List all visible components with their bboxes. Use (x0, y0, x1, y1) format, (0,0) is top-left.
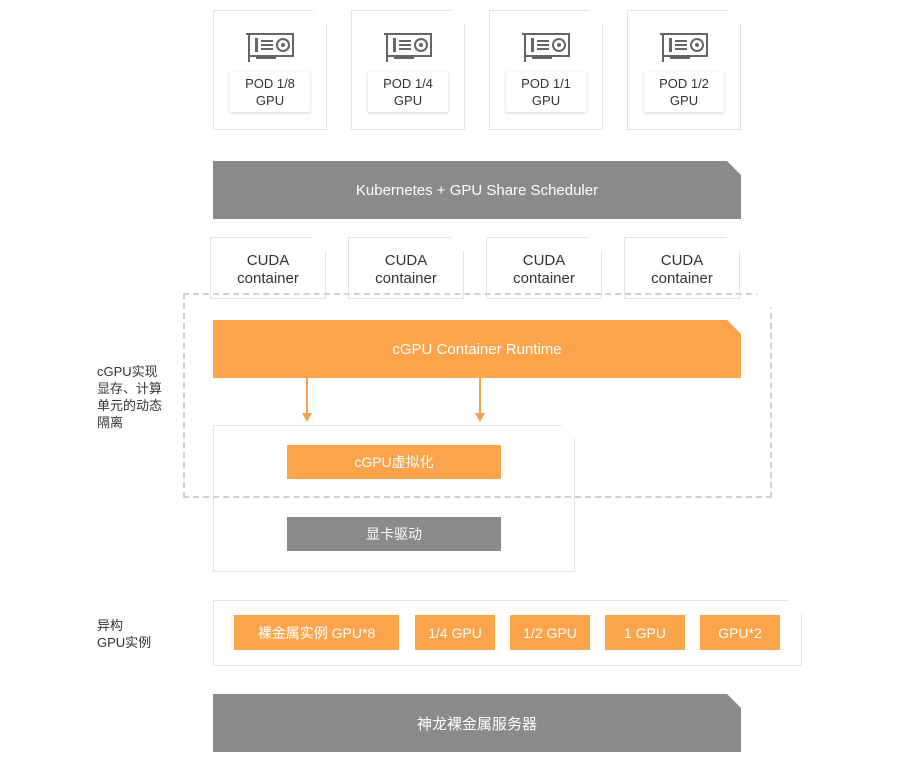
scheduler-label: Kubernetes + GPU Share Scheduler (355, 181, 599, 199)
pod-ratio: POD 1/1 (521, 76, 571, 91)
side-label-line: 显存、计算 (97, 381, 163, 396)
pod-ratio: POD 1/4 (383, 76, 433, 91)
instance-chip: 裸金属实例 GPU*8 (234, 615, 399, 650)
cuda-container-2: CUDA container (348, 237, 464, 299)
container-label: container (651, 270, 713, 287)
runtime-bar: cGPU Container Runtime (213, 320, 741, 378)
pod-ratio: POD 1/2 (659, 76, 709, 91)
cgpu-isolation-region (183, 293, 772, 498)
instance-label: 裸金属实例 GPU*8 (257, 624, 376, 641)
side-label-line: 异构 (97, 618, 124, 633)
cuda-container-4: CUDA container (624, 237, 740, 299)
cgpu-side-label: cGPU实现 显存、计算 单元的动态 隔离 (97, 363, 183, 431)
cuda-container-3: CUDA container (486, 237, 602, 299)
cuda-label: CUDA (246, 252, 290, 269)
pod-card-3: POD 1/1 GPU (489, 10, 603, 130)
instance-label: 1/2 GPU (523, 624, 577, 641)
cuda-label: CUDA (522, 252, 566, 269)
arrow-line-right (479, 378, 481, 414)
arrow-head-right (475, 413, 485, 422)
pod-card-2: POD 1/4 GPU (351, 10, 465, 130)
side-label-line: 单元的动态 (97, 398, 163, 413)
pod-card-4: POD 1/2 GPU (627, 10, 741, 130)
instance-label: 1 GPU (623, 624, 666, 641)
pod-gpu: GPU (255, 93, 285, 108)
virtualization-chip: cGPU虚拟化 (287, 445, 501, 479)
instance-chip: 1/4 GPU (415, 615, 495, 650)
runtime-label: cGPU Container Runtime (392, 340, 562, 358)
instance-chip: 1 GPU (605, 615, 685, 650)
gpu-card-icon (246, 31, 296, 63)
pod-ratio: POD 1/8 (245, 76, 295, 91)
instance-chip: GPU*2 (700, 615, 780, 650)
pod-label: POD 1/4 GPU (368, 72, 448, 112)
hetero-side-label: 异构 GPU实例 (97, 617, 183, 651)
side-label-line: GPU实例 (97, 635, 152, 650)
arrow-head-left (302, 413, 312, 422)
gpu-card-icon (660, 31, 710, 63)
cuda-label: CUDA (660, 252, 704, 269)
container-label: container (513, 270, 575, 287)
side-label-line: cGPU实现 (97, 364, 158, 379)
gpu-card-icon (522, 31, 572, 63)
server-label: 神龙裸金属服务器 (416, 715, 537, 733)
pod-label: POD 1/2 GPU (644, 72, 724, 112)
instance-label: GPU*2 (718, 624, 762, 641)
container-label: container (375, 270, 437, 287)
driver-label: 显卡驱动 (366, 526, 422, 542)
pod-label: POD 1/8 GPU (230, 72, 310, 112)
cuda-container-1: CUDA container (210, 237, 326, 299)
instance-label: 1/4 GPU (428, 624, 482, 641)
driver-chip: 显卡驱动 (287, 517, 501, 551)
pod-gpu: GPU (531, 93, 561, 108)
virtualization-label: cGPU虚拟化 (354, 454, 434, 470)
instance-chip: 1/2 GPU (510, 615, 590, 650)
cuda-label: CUDA (384, 252, 428, 269)
pod-label: POD 1/1 GPU (506, 72, 586, 112)
arrow-line-left (306, 378, 308, 414)
server-bar: 神龙裸金属服务器 (213, 694, 741, 752)
pod-card-1: POD 1/8 GPU (213, 10, 327, 130)
pod-gpu: GPU (393, 93, 423, 108)
container-label: container (237, 270, 299, 287)
pod-gpu: GPU (669, 93, 699, 108)
scheduler-bar: Kubernetes + GPU Share Scheduler (213, 161, 741, 219)
side-label-line: 隔离 (97, 415, 124, 430)
gpu-card-icon (384, 31, 434, 63)
